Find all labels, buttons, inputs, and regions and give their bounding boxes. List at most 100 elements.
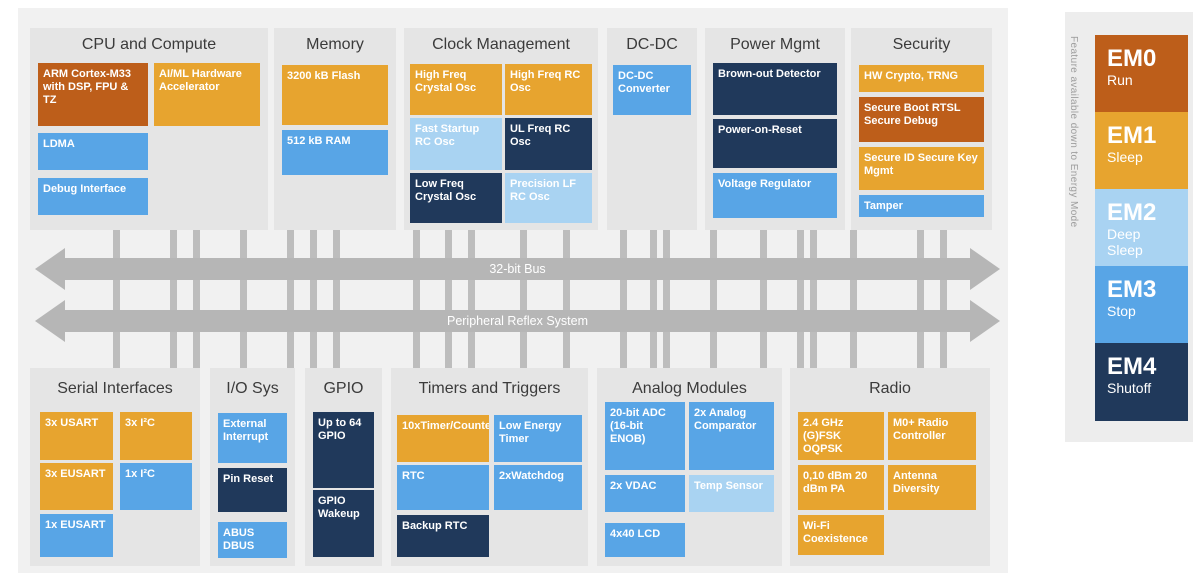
bus-connector	[413, 230, 420, 368]
section-title: Clock Management	[432, 36, 570, 53]
block-power-on-reset: Power-on-Reset	[713, 119, 837, 168]
bus-connector	[760, 230, 767, 368]
block-1x-eusart: 1x EUSART	[40, 514, 113, 557]
block-up-to-64-gpio: Up to 64 GPIO	[313, 412, 374, 488]
section-gpio: GPIO Up to 64 GPIO GPIO Wakeup	[305, 368, 382, 566]
section-title: CPU and Compute	[81, 36, 217, 53]
section-title: DC-DC	[626, 36, 678, 53]
section-title: Power Mgmt	[730, 36, 820, 53]
bus-connector	[170, 230, 177, 368]
block-rtc: RTC	[397, 465, 489, 510]
section-power-mgmt: Power Mgmt Brown-out Detector Power-on-R…	[705, 28, 845, 230]
block-24ghz-fsk-oqpsk: 2.4 GHz (G)FSK OQPSK	[798, 412, 884, 460]
bus-connector	[917, 230, 924, 368]
block-2x-vdac: 2x VDAC	[605, 475, 685, 512]
energy-mode-name: EM1	[1107, 122, 1157, 149]
block-temp-sensor: Temp Sensor	[689, 475, 774, 512]
section-title: Security	[892, 36, 951, 53]
bus-connector	[650, 230, 657, 368]
bus-peripheral-reflex-label: Peripheral Reflex System	[446, 314, 589, 328]
block-2x-analog-comparator: 2x Analog Comparator	[689, 402, 774, 470]
section-title: I/O Sys	[226, 380, 279, 397]
section-clock-management: Clock Management High Freq Crystal Osc H…	[404, 28, 598, 230]
block-backup-rtc: Backup RTC	[397, 515, 489, 557]
energy-mode-desc: Shutoff	[1107, 380, 1152, 397]
block-hf-rc-osc: High Freq RC Osc	[505, 64, 592, 115]
section-memory: Memory 3200 kB Flash 512 kB RAM	[274, 28, 396, 230]
energy-mode-em2: EM2 Deep Sleep	[1095, 189, 1188, 266]
block-lf-crystal-osc: Low Freq Crystal Osc	[410, 173, 502, 223]
energy-mode-desc: Stop	[1107, 303, 1136, 320]
block-ul-freq-rc-osc: UL Freq RC Osc	[505, 118, 592, 170]
block-m0-radio-controller: M0+ Radio Controller	[888, 412, 976, 460]
bus-connector	[333, 230, 340, 368]
bus-connector	[663, 230, 670, 368]
section-title: GPIO	[323, 380, 364, 397]
block-secure-boot: Secure Boot RTSL Secure Debug	[859, 97, 984, 142]
block-2x-watchdog: 2xWatchdog	[494, 465, 582, 510]
section-title: Serial Interfaces	[57, 380, 173, 397]
bus-connector	[240, 230, 247, 368]
bus-32bit-label: 32-bit Bus	[489, 262, 546, 276]
block-flash: 3200 kB Flash	[282, 65, 388, 125]
block-ldma: LDMA	[38, 133, 148, 170]
section-radio: Radio 2.4 GHz (G)FSK OQPSK M0+ Radio Con…	[790, 368, 990, 566]
block-external-interrupt: External Interrupt	[218, 413, 287, 463]
block-secure-id-key-mgmt: Secure ID Secure Key Mgmt	[859, 147, 984, 190]
bus-peripheral-reflex: Peripheral Reflex System	[35, 300, 1000, 342]
energy-mode-name: EM0	[1107, 45, 1157, 72]
block-20bit-adc: 20-bit ADC (16-bit ENOB)	[605, 402, 685, 470]
block-debug-interface: Debug Interface	[38, 178, 148, 215]
bus-connector	[710, 230, 717, 368]
section-title: Radio	[869, 380, 911, 397]
energy-mode-desc: Sleep	[1107, 149, 1143, 166]
block-fast-startup-rc-osc: Fast Startup RC Osc	[410, 118, 502, 170]
bus-connector	[287, 230, 294, 368]
energy-mode-desc: Run	[1107, 72, 1133, 89]
block-hw-crypto-trng: HW Crypto, TRNG	[859, 65, 984, 92]
energy-mode-em4: EM4 Shutoff	[1095, 343, 1188, 421]
bus-connector	[445, 230, 452, 368]
energy-mode-em1: EM1 Sleep	[1095, 112, 1188, 189]
section-security: Security HW Crypto, TRNG Secure Boot RTS…	[851, 28, 992, 230]
block-voltage-regulator: Voltage Regulator	[713, 173, 837, 218]
section-title: Analog Modules	[632, 380, 747, 397]
block-gpio-wakeup: GPIO Wakeup	[313, 490, 374, 557]
block-arm-cortex-m33: ARM Cortex-M33 with DSP, FPU & TZ	[38, 63, 148, 126]
energy-mode-name: EM2	[1107, 199, 1157, 226]
section-serial-interfaces: Serial Interfaces 3x USART 3x I²C 3x EUS…	[30, 368, 200, 566]
block-low-energy-timer: Low Energy Timer	[494, 415, 582, 462]
block-dcdc-converter: DC-DC Converter	[613, 65, 691, 115]
block-precision-lf-rc-osc: Precision LF RC Osc	[505, 173, 592, 223]
bus-32bit: 32-bit Bus	[35, 248, 1000, 290]
bus-connector	[563, 230, 570, 368]
block-brownout-detector: Brown-out Detector	[713, 63, 837, 115]
section-cpu-and-compute: CPU and Compute ARM Cortex-M33 with DSP,…	[30, 28, 268, 230]
bus-connector	[520, 230, 527, 368]
block-1x-i2c: 1x I²C	[120, 463, 192, 510]
block-hf-crystal-osc: High Freq Crystal Osc	[410, 64, 502, 115]
section-title: Timers and Triggers	[418, 380, 561, 397]
energy-panel-vertical-label: Feature available down to Energy Mode	[1068, 36, 1079, 228]
section-io-sys: I/O Sys External Interrupt Pin Reset ABU…	[210, 368, 295, 566]
bus-connector	[810, 230, 817, 368]
block-3x-eusart: 3x EUSART	[40, 463, 113, 510]
bus-connector	[468, 230, 475, 368]
bus-connector	[310, 230, 317, 368]
section-dcdc: DC-DC DC-DC Converter	[607, 28, 697, 230]
block-ram: 512 kB RAM	[282, 130, 388, 175]
energy-mode-em0: EM0 Run	[1095, 35, 1188, 112]
block-pin-reset: Pin Reset	[218, 468, 287, 512]
bus-connector	[193, 230, 200, 368]
bus-connector	[797, 230, 804, 368]
block-antenna-diversity: Antenna Diversity	[888, 465, 976, 510]
block-pa-output: 0,10 dBm 20 dBm PA	[798, 465, 884, 510]
section-analog-modules: Analog Modules 20-bit ADC (16-bit ENOB) …	[597, 368, 782, 566]
block-4x40-lcd: 4x40 LCD	[605, 523, 685, 557]
bus-connector	[620, 230, 627, 368]
bus-connector	[850, 230, 857, 368]
block-abus-dbus: ABUS DBUS	[218, 522, 287, 558]
energy-mode-em3: EM3 Stop	[1095, 266, 1188, 343]
section-timers-and-triggers: Timers and Triggers 10xTimer/Counter Low…	[391, 368, 588, 566]
bus-connector	[940, 230, 947, 368]
